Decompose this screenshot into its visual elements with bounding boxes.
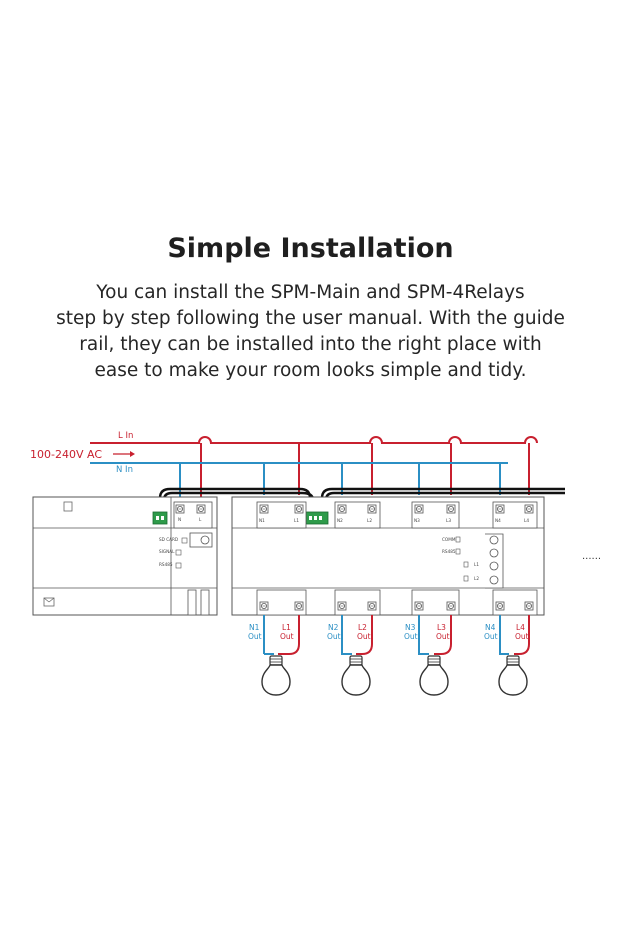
button-icon	[489, 535, 499, 545]
terminal-l-label: L2	[367, 518, 372, 523]
svg-text:N2: N2	[328, 623, 339, 632]
svg-text:Out: Out	[357, 632, 371, 641]
more-devices-indicator: ......	[582, 551, 601, 562]
svg-text:L4: L4	[516, 623, 525, 632]
button-icon	[489, 548, 499, 558]
mail-icon	[43, 597, 55, 607]
terminal-n-label: N4	[495, 518, 501, 523]
terminal-screw-icon	[196, 504, 206, 514]
description-line: You can install the SPM-Main and SPM-4Re…	[96, 282, 525, 303]
terminal-l-label: L1	[294, 518, 299, 523]
bulb-icon	[261, 655, 291, 696]
bulb-icon	[341, 655, 371, 696]
port-sd-label: SD CARD	[159, 537, 178, 542]
port-comm-label: COMM	[442, 537, 456, 542]
bulb-icon	[419, 655, 449, 696]
port-signal-label: SIGNAL	[159, 549, 175, 554]
svg-text:Out: Out	[280, 632, 294, 641]
terminal-n-label: N	[178, 517, 181, 522]
svg-text:Out: Out	[248, 632, 262, 641]
port-led2-label: L2	[474, 576, 479, 581]
svg-text:Out: Out	[404, 632, 418, 641]
description-line: ease to make your room looks simple and …	[94, 360, 527, 381]
relay-channel-4: N4 L4 N4 Out L4 Out	[484, 501, 538, 696]
relay-channel-2: N2 L2 N2 Out L2 Out	[327, 501, 381, 696]
button-icon	[489, 561, 499, 571]
bulb-icon	[498, 655, 528, 696]
svg-text:N1: N1	[249, 623, 260, 632]
rs485-connector-icon	[152, 511, 168, 525]
relay-channel-1: N1 L1 N1 Out L1 Out	[248, 501, 307, 696]
main-unit: N L SD CARD SIGNAL RS485	[32, 496, 218, 616]
port-led1-label: L1	[474, 562, 479, 567]
terminal-n-label: N2	[337, 518, 343, 523]
supply-label: 100-240V AC	[30, 448, 102, 461]
terminal-l-label: L	[199, 517, 202, 522]
description: You can install the SPM-Main and SPM-4Re…	[40, 280, 581, 384]
page-title: Simple Installation	[167, 233, 454, 264]
supply-arrow-icon	[113, 451, 135, 457]
port-rs485-label: RS485	[442, 549, 456, 554]
svg-text:L1: L1	[282, 623, 291, 632]
button-icon	[489, 575, 499, 585]
svg-text:Out: Out	[436, 632, 450, 641]
svg-text:N3: N3	[405, 623, 416, 632]
info-icon	[63, 501, 73, 512]
svg-text:N4: N4	[485, 623, 496, 632]
terminal-l-label: L3	[446, 518, 451, 523]
description-line: rail, they can be installed into the rig…	[79, 334, 542, 355]
svg-text:Out: Out	[327, 632, 341, 641]
description-line: step by step following the user manual. …	[56, 308, 565, 329]
terminal-n-label: N1	[259, 518, 265, 523]
svg-text:L3: L3	[437, 623, 446, 632]
port-rs485-label: RS485	[159, 562, 173, 567]
svg-text:L2: L2	[358, 623, 367, 632]
svg-text:Out: Out	[484, 632, 498, 641]
live-in-label: L In	[118, 431, 133, 441]
svg-text:Out: Out	[515, 632, 529, 641]
neutral-in-label: N In	[116, 465, 133, 475]
terminal-l-label: L4	[524, 518, 529, 523]
terminal-screw-icon	[175, 504, 185, 514]
terminal-n-label: N3	[414, 518, 420, 523]
relay-channel-3: N3 L3 N3 Out L3 Out	[404, 501, 460, 696]
